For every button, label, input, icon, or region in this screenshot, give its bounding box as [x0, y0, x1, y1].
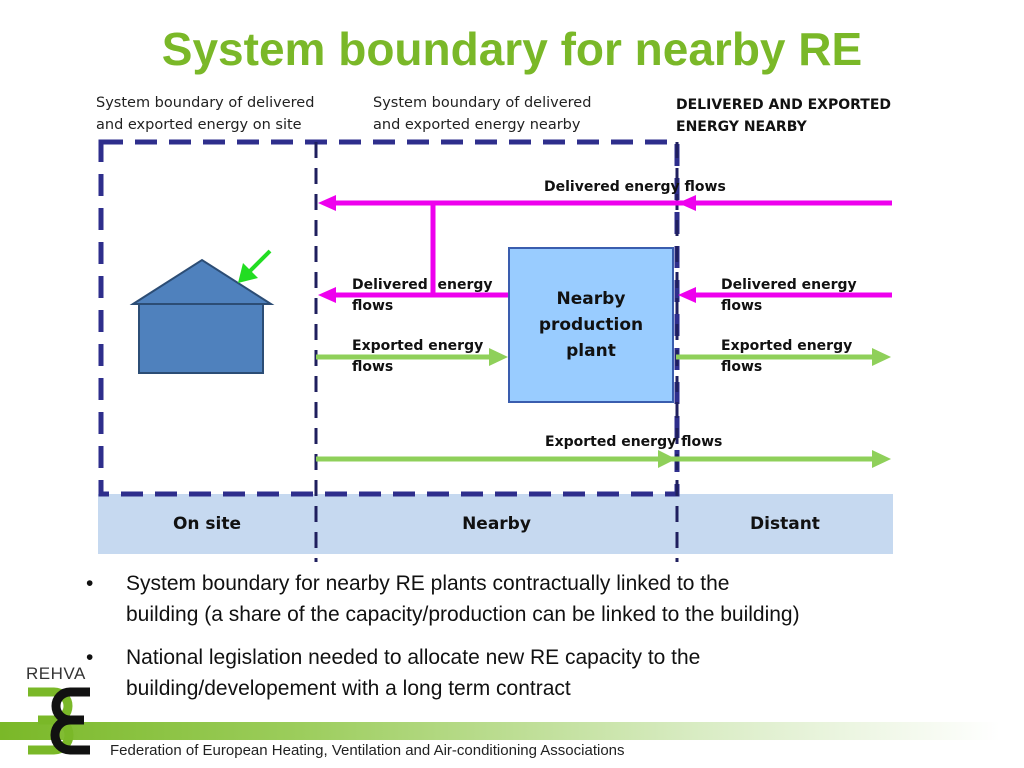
- bullet-list: • System boundary for nearby RE plants c…: [86, 568, 986, 716]
- zone-band: [98, 494, 893, 554]
- zone-onsite: On site: [172, 514, 242, 534]
- right-delivered-flow-label: Delivered energy flows: [721, 275, 857, 317]
- indicator-arrow-icon: [238, 249, 272, 283]
- plant-line-2: production: [538, 315, 644, 335]
- rehva-logo-icon: [28, 687, 90, 755]
- onsite-boundary-label: System boundary of delivered and exporte…: [96, 92, 314, 136]
- dee-line-2: ENERGY NEARBY: [676, 119, 807, 135]
- footer-text: Federation of European Heating, Ventilat…: [110, 742, 625, 759]
- bullet-item: • System boundary for nearby RE plants c…: [86, 568, 986, 630]
- left-exported-line-1: Exported energy: [352, 338, 484, 354]
- house-icon: [129, 258, 275, 374]
- zone-nearby: Nearby: [462, 514, 531, 534]
- nearby-boundary-line-2: and exported energy nearby: [373, 117, 581, 133]
- left-delivered-line-2: flows: [352, 298, 394, 314]
- left-delivered-flow-label: Delivered energy flows: [352, 275, 493, 317]
- top-delivered-flow-label: Delivered energy flows: [544, 179, 726, 195]
- exported-arrows: [316, 348, 891, 468]
- left-delivered-line-1: Delivered energy: [352, 277, 493, 293]
- nearby-production-plant: Nearby production plant: [508, 247, 674, 403]
- left-exported-line-2: flows: [352, 359, 394, 375]
- rehva-logo-text: REHVA: [26, 664, 86, 683]
- zone-distant: Distant: [750, 514, 820, 534]
- left-exported-flow-label: Exported energy flows: [352, 336, 483, 378]
- dee-line-1: DELIVERED AND EXPORTED: [676, 97, 892, 113]
- delivered-arrows: [318, 195, 892, 303]
- right-exported-line-2: flows: [721, 359, 763, 375]
- right-exported-line-1: Exported energy: [721, 338, 853, 354]
- onsite-boundary-line-2: and exported energy on site: [96, 117, 302, 133]
- bullet-item: • National legislation needed to allocat…: [86, 642, 986, 704]
- bullet-1-line-2: building (a share of the capacity/produc…: [126, 603, 800, 626]
- plant-line-3: plant: [566, 341, 616, 361]
- slide-title: System boundary for nearby RE: [161, 23, 863, 75]
- bottom-exported-flow-label: Exported energy flows: [545, 434, 723, 450]
- right-exported-flow-label: Exported energy flows: [721, 336, 852, 378]
- nearby-boundary-box: [98, 139, 680, 497]
- bullet-1-line-1: System boundary for nearby RE plants con…: [126, 572, 730, 595]
- bullet-2-line-2: building/developement with a long term c…: [126, 677, 571, 700]
- onsite-boundary-line-1: System boundary of delivered: [96, 95, 315, 111]
- delivered-exported-nearby-label: DELIVERED AND EXPORTED ENERGY NEARBY: [676, 94, 891, 138]
- plant-line-1: Nearby: [556, 289, 626, 309]
- right-delivered-line-2: flows: [721, 298, 763, 314]
- bullet-marker: •: [86, 646, 94, 669]
- bullet-marker: •: [86, 572, 94, 595]
- nearby-boundary-label: System boundary of delivered and exporte…: [373, 92, 591, 136]
- right-delivered-line-1: Delivered energy: [721, 277, 857, 293]
- nearby-boundary-line-1: System boundary of delivered: [373, 95, 592, 111]
- footer-green-bar: [0, 722, 1000, 740]
- bullet-2-line-1: National legislation needed to allocate …: [126, 646, 701, 669]
